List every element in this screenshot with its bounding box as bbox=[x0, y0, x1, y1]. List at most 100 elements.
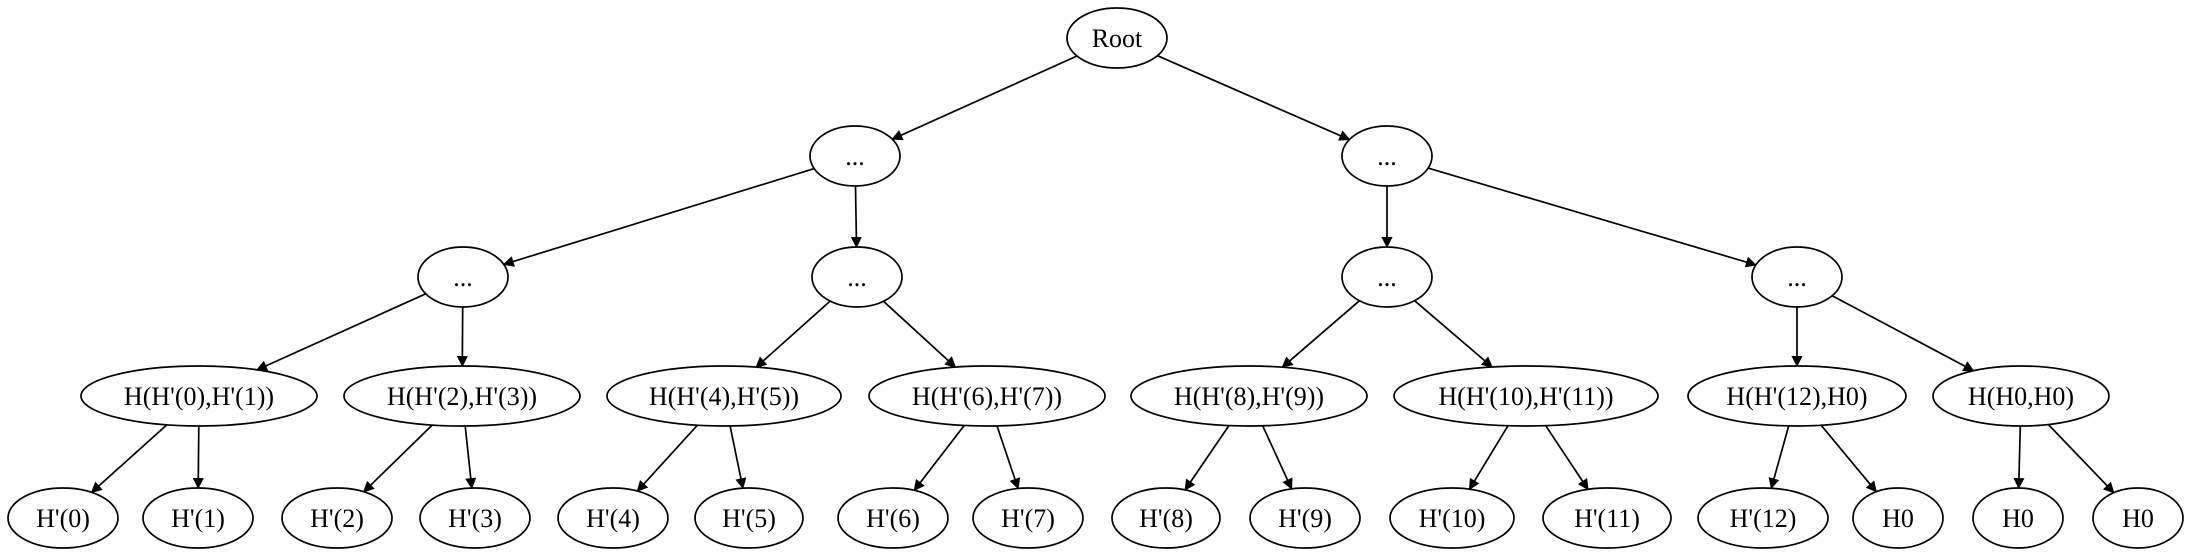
node-ellipse bbox=[1341, 125, 1433, 187]
node-label: H(H'(8),H'(9)) bbox=[1174, 382, 1324, 411]
tree-node-leaf-11: H'(11) bbox=[1542, 487, 1672, 549]
edge-l4-4-to-leaf-9 bbox=[1261, 425, 1293, 490]
node-label: H'(5) bbox=[722, 504, 776, 533]
tree-node-l4-4: H(H'(8),H'(9)) bbox=[1130, 365, 1368, 427]
tree-node-leaf-2: H'(2) bbox=[281, 487, 393, 549]
tree-node-l3-1: ... bbox=[811, 246, 903, 308]
tree-node-l2-1: ... bbox=[1341, 125, 1433, 187]
tree-node-leaf-0: H'(0) bbox=[7, 487, 119, 549]
edge-l4-6-to-leaf-12 bbox=[1768, 425, 1790, 490]
edge-l3-0-to-l4-0 bbox=[255, 293, 427, 371]
node-label: H(H'(2),H'(3)) bbox=[387, 382, 537, 411]
tree-node-l3-0: ... bbox=[417, 246, 509, 308]
node-label: H(H'(6),H'(7)) bbox=[912, 382, 1062, 411]
edge-l2-0-to-l3-1 bbox=[850, 185, 862, 249]
edge-l3-1-to-l4-3 bbox=[882, 300, 957, 368]
edge-l3-3-to-l4-7 bbox=[1831, 294, 1975, 372]
node-label: H'(12) bbox=[1730, 504, 1797, 533]
node-ellipse bbox=[7, 487, 119, 549]
tree-node-l4-2: H(H'(4),H'(5)) bbox=[606, 365, 842, 427]
tree-node-leaf-1: H'(1) bbox=[142, 487, 254, 549]
node-ellipse bbox=[80, 365, 318, 427]
node-label: H'(9) bbox=[1278, 504, 1332, 533]
edge-l4-0-to-leaf-1 bbox=[192, 425, 204, 490]
edge-l3-2-to-l4-5 bbox=[1414, 300, 1493, 368]
edge-l4-1-to-leaf-2 bbox=[363, 424, 433, 493]
node-label: ... bbox=[1787, 263, 1807, 292]
node-ellipse bbox=[868, 365, 1106, 427]
node-ellipse bbox=[1249, 487, 1361, 549]
tree-node-leaf-12: H'(12) bbox=[1697, 487, 1829, 549]
tree-node-leaf-5: H'(5) bbox=[694, 487, 804, 549]
node-ellipse bbox=[694, 487, 804, 549]
tree-node-leaf-8: H'(8) bbox=[1111, 487, 1221, 549]
tree-node-l4-3: H(H'(6),H'(7)) bbox=[868, 365, 1106, 427]
node-ellipse bbox=[1111, 487, 1221, 549]
node-label: H'(0) bbox=[36, 504, 90, 533]
tree-node-leaf-6: H'(6) bbox=[837, 487, 949, 549]
node-ellipse bbox=[1852, 487, 1944, 549]
node-label: ... bbox=[1377, 142, 1397, 171]
node-ellipse bbox=[1341, 246, 1433, 308]
node-label: H'(4) bbox=[586, 504, 640, 533]
node-ellipse bbox=[417, 246, 509, 308]
edge-l4-4-to-leaf-8 bbox=[1184, 425, 1230, 491]
node-label: ... bbox=[453, 263, 473, 292]
edge-l4-6-to-leaf-13 bbox=[1820, 424, 1878, 493]
edge-l4-2-to-leaf-4 bbox=[636, 424, 699, 492]
tree-node-l4-6: H(H'(12),H0) bbox=[1687, 365, 1907, 427]
node-ellipse bbox=[809, 125, 901, 187]
node-label: H0 bbox=[1882, 504, 1914, 533]
node-ellipse bbox=[1972, 487, 2064, 549]
edge-l4-3-to-leaf-6 bbox=[913, 424, 965, 492]
tree-node-leaf-14: H0 bbox=[1972, 487, 2064, 549]
node-ellipse bbox=[1751, 246, 1843, 308]
tree-node-l4-5: H(H'(10),H'(11)) bbox=[1393, 365, 1659, 427]
edge-l4-3-to-leaf-7 bbox=[996, 425, 1021, 490]
node-ellipse bbox=[2092, 487, 2184, 549]
node-label: H'(8) bbox=[1139, 504, 1193, 533]
edge-l4-7-to-leaf-15 bbox=[2047, 423, 2115, 494]
node-ellipse bbox=[1130, 365, 1368, 427]
node-ellipse bbox=[1389, 487, 1515, 549]
edge-l2-1-to-l3-3 bbox=[1427, 167, 1757, 268]
edge-l4-5-to-leaf-11 bbox=[1544, 425, 1589, 491]
edge-l4-7-to-leaf-14 bbox=[2013, 425, 2025, 490]
tree-node-leaf-7: H'(7) bbox=[972, 487, 1084, 549]
node-label: H'(3) bbox=[448, 504, 502, 533]
tree-node-leaf-9: H'(9) bbox=[1249, 487, 1361, 549]
tree-node-leaf-4: H'(4) bbox=[557, 487, 669, 549]
node-label: H'(2) bbox=[310, 504, 364, 533]
tree-node-leaf-15: H0 bbox=[2092, 487, 2184, 549]
tree-node-l4-1: H(H'(2),H'(3)) bbox=[343, 365, 581, 427]
edge-root-to-l2-0 bbox=[891, 55, 1078, 141]
node-ellipse bbox=[281, 487, 393, 549]
node-label: H(H'(12),H0) bbox=[1726, 382, 1867, 411]
node-ellipse bbox=[557, 487, 669, 549]
edge-l4-1-to-leaf-3 bbox=[464, 425, 477, 490]
node-ellipse bbox=[1542, 487, 1672, 549]
tree-nodes: Root..................H(H'(0),H'(1))H(H'… bbox=[7, 7, 2184, 549]
node-label: ... bbox=[847, 263, 867, 292]
tree-node-l3-2: ... bbox=[1341, 246, 1433, 308]
node-ellipse bbox=[1687, 365, 1907, 427]
node-ellipse bbox=[343, 365, 581, 427]
node-ellipse bbox=[606, 365, 842, 427]
tree-node-leaf-10: H'(10) bbox=[1389, 487, 1515, 549]
node-ellipse bbox=[811, 246, 903, 308]
tree-node-leaf-13: H0 bbox=[1852, 487, 1944, 549]
node-ellipse bbox=[1932, 365, 2110, 427]
node-label: H'(6) bbox=[866, 504, 920, 533]
tree-node-l4-7: H(H0,H0) bbox=[1932, 365, 2110, 427]
node-label: H(H'(0),H'(1)) bbox=[124, 382, 274, 411]
node-label: H0 bbox=[2122, 504, 2154, 533]
edge-l4-5-to-leaf-10 bbox=[1468, 425, 1509, 491]
node-label: H(H'(10),H'(11)) bbox=[1438, 382, 1613, 411]
node-label: H'(1) bbox=[171, 504, 225, 533]
node-label: H0 bbox=[2002, 504, 2034, 533]
node-ellipse bbox=[837, 487, 949, 549]
node-label: H(H0,H0) bbox=[1968, 382, 2074, 411]
tree-node-root: Root bbox=[1066, 7, 1168, 69]
